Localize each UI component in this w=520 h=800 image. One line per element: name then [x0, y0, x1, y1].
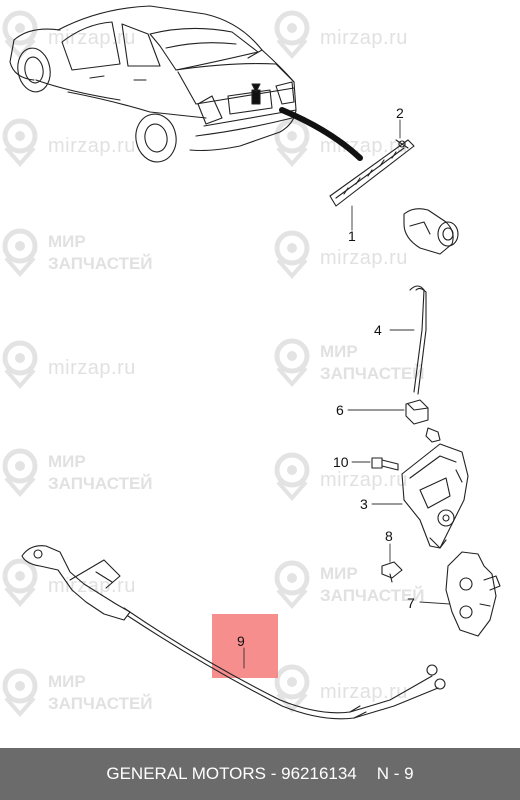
small-fastener [425, 427, 441, 443]
watermark-brand-line1: МИР [48, 452, 86, 471]
watermark-brand: МИР ЗАПЧАСТЕЙ [0, 668, 170, 718]
callout-4: 4 [374, 322, 382, 338]
part-9-highlight [212, 614, 278, 678]
watermark-site: mirzap.ru [272, 10, 442, 60]
callout-1: 1 [348, 228, 356, 244]
watermark-logo-icon [2, 340, 38, 390]
part-10-bolt [371, 457, 399, 471]
pointer-arrow [279, 107, 363, 161]
watermark-brand: МИР ЗАПЧАСТЕЙ [272, 338, 442, 388]
callout-9: 9 [237, 633, 245, 649]
watermark-brand-line1: МИР [48, 232, 86, 251]
callout-7: 7 [407, 595, 415, 611]
callout-6: 6 [336, 402, 344, 418]
watermark-site: mirzap.ru [272, 664, 442, 714]
watermark-site: mirzap.ru [0, 340, 170, 390]
callout-10: 10 [333, 454, 349, 470]
lock-cylinder [403, 208, 459, 255]
watermark-logo-icon [274, 10, 310, 60]
watermark-brand-line1: МИР [320, 342, 358, 361]
part-6-clip [405, 399, 429, 425]
car-illustration [9, 5, 297, 163]
watermark-text: mirzap.ru [320, 681, 408, 703]
watermark-site: mirzap.ru [272, 230, 442, 280]
watermark-brand: МИР ЗАПЧАСТЕЙ [272, 560, 442, 610]
watermark-brand-line2: ЗАПЧАСТЕЙ [320, 364, 425, 383]
callout-8: 8 [385, 528, 393, 544]
watermark-text: mirzap.ru [320, 469, 408, 491]
part-7-striker [445, 551, 501, 637]
footer-title: GENERAL MOTORS - 96216134 [106, 764, 357, 783]
footer-bar: GENERAL MOTORS - 96216134 N - 9 [0, 748, 520, 800]
callout-3: 3 [360, 496, 368, 512]
watermark-brand-line2: ЗАПЧАСТЕЙ [48, 254, 153, 273]
watermark-logo-icon [274, 664, 310, 714]
watermark-brand-line2: ЗАПЧАСТЕЙ [48, 474, 153, 493]
watermark-logo-icon [274, 560, 310, 610]
watermark-text: mirzap.ru [320, 247, 408, 269]
watermark-brand-line1: МИР [48, 672, 86, 691]
watermark-text: mirzap.ru [48, 135, 136, 157]
part-9-release-cable [21, 545, 446, 720]
watermark-logo-icon [2, 668, 38, 718]
part-2-screw [395, 139, 409, 149]
watermark-brand-line2: ЗАПЧАСТЕЙ [48, 694, 153, 713]
watermark-logo-icon [2, 448, 38, 498]
watermark-logo-icon [2, 558, 38, 608]
watermark-brand-line2: ЗАПЧАСТЕЙ [320, 586, 425, 605]
watermark-logo-icon [274, 338, 310, 388]
footer-code: N - 9 [376, 764, 414, 783]
watermark-text: mirzap.ru [320, 27, 408, 49]
parts-diagram [9, 5, 501, 720]
watermark-site: mirzap.ru [272, 452, 442, 502]
watermark-brand-line1: МИР [320, 564, 358, 583]
watermark-site: mirzap.ru [0, 118, 170, 168]
leader-lines [243, 119, 451, 669]
watermark-logo-icon [274, 230, 310, 280]
watermark-brand: МИР ЗАПЧАСТЕЙ [0, 448, 170, 498]
watermark-logo-icon [2, 228, 38, 278]
part-1-strip [329, 139, 415, 207]
part-3-latch [401, 443, 469, 549]
part-8-bolt [381, 561, 403, 583]
watermark-logo-icon [2, 118, 38, 168]
part-4-rod [409, 285, 427, 395]
callout-2: 2 [396, 105, 404, 121]
watermark-logo-icon [274, 452, 310, 502]
watermark-brand: МИР ЗАПЧАСТЕЙ [0, 228, 170, 278]
watermark-text: mirzap.ru [48, 357, 136, 379]
